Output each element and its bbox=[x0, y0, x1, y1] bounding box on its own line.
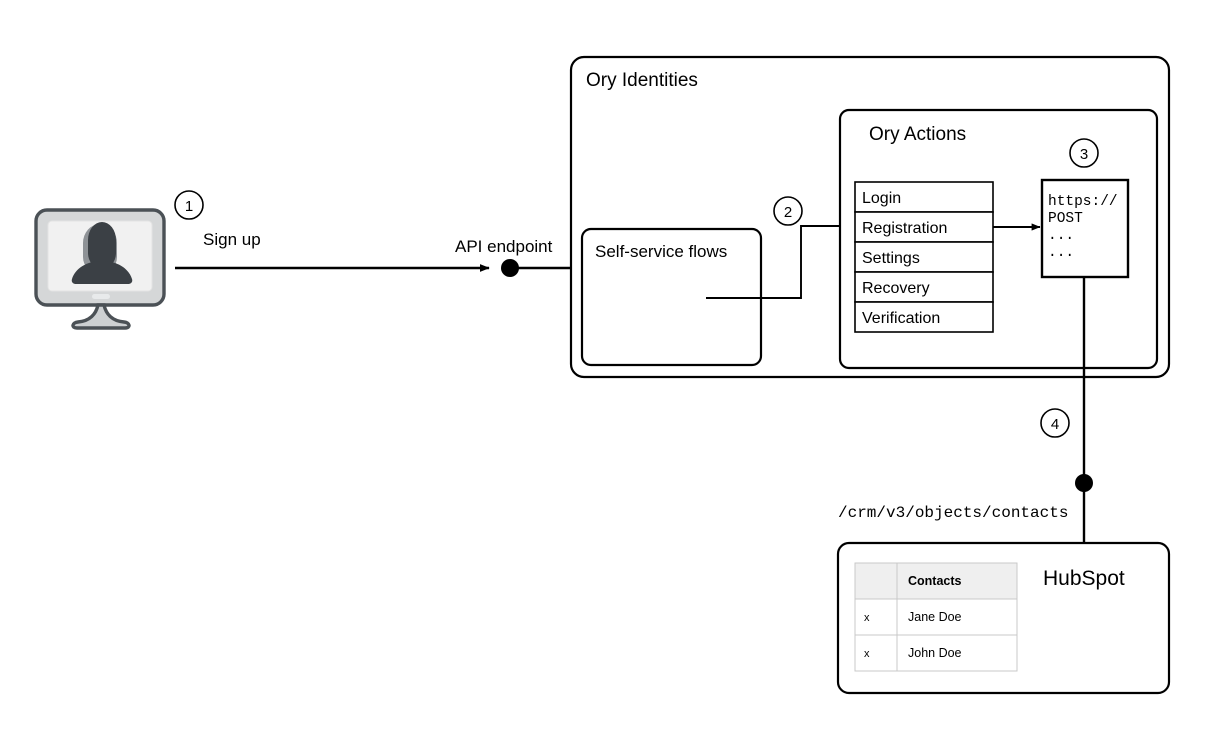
webhook-line-url: https:// bbox=[1048, 194, 1118, 210]
self-service-to-registration-arrow bbox=[706, 222, 850, 299]
flow-item-label: Recovery bbox=[862, 280, 930, 297]
table-row[interactable]: x John Doe bbox=[854, 634, 1018, 672]
step-4-label: 4 bbox=[1051, 416, 1059, 433]
flow-item-label: Login bbox=[862, 190, 901, 207]
step-1-label: 1 bbox=[185, 198, 193, 215]
table-column-header-contacts: Contacts bbox=[908, 574, 962, 588]
flow-item-label: Settings bbox=[862, 250, 920, 267]
table-cell-marker: x bbox=[864, 612, 870, 624]
hubspot-title: HubSpot bbox=[1043, 567, 1125, 590]
table-cell-name: John Doe bbox=[908, 646, 962, 660]
webhook-code-box bbox=[1040, 178, 1130, 279]
self-service-flows-title: Self-service flows bbox=[595, 242, 727, 261]
ory-identities-title: Ory Identities bbox=[586, 70, 698, 91]
table-cell-marker: x bbox=[864, 648, 870, 660]
api-endpoint-dot bbox=[501, 259, 519, 277]
flow-item-registration[interactable]: Registration bbox=[854, 211, 994, 243]
step-3-label: 3 bbox=[1080, 146, 1088, 163]
flow-item-login[interactable]: Login bbox=[854, 181, 994, 213]
step-1-marker: 1 bbox=[174, 190, 204, 220]
step-2-marker: 2 bbox=[773, 196, 803, 226]
flow-item-settings[interactable]: Settings bbox=[854, 241, 994, 273]
monitor-user-icon bbox=[34, 208, 166, 330]
webhook-line-ellipsis-2: ... bbox=[1048, 245, 1074, 261]
flow-item-label: Verification bbox=[862, 310, 940, 327]
api-endpoint-label: API endpoint bbox=[455, 237, 553, 256]
step-3-marker: 3 bbox=[1069, 138, 1099, 168]
flow-item-label: Registration bbox=[862, 220, 947, 237]
hubspot-endpoint-dot bbox=[1075, 474, 1093, 492]
webhook-line-method: POST bbox=[1048, 211, 1083, 227]
table-row[interactable]: x Jane Doe bbox=[854, 598, 1018, 636]
crm-path-label: /crm/v3/objects/contacts bbox=[838, 504, 1068, 522]
self-service-flows-box bbox=[580, 227, 763, 367]
step-2-label: 2 bbox=[784, 204, 792, 221]
flow-item-recovery[interactable]: Recovery bbox=[854, 271, 994, 303]
ory-actions-flow-list: Login Registration Settings Recovery Ver… bbox=[854, 181, 994, 333]
step-4-marker: 4 bbox=[1040, 408, 1070, 438]
table-cell-name: Jane Doe bbox=[908, 610, 962, 624]
flow-item-verification[interactable]: Verification bbox=[854, 301, 994, 333]
sign-up-label: Sign up bbox=[203, 230, 261, 249]
ory-actions-title: Ory Actions bbox=[869, 124, 966, 145]
webhook-line-ellipsis-1: ... bbox=[1048, 228, 1074, 244]
table-header-row: Contacts bbox=[854, 562, 1018, 600]
contacts-table: Contacts x Jane Doe x John Doe bbox=[854, 562, 1018, 672]
